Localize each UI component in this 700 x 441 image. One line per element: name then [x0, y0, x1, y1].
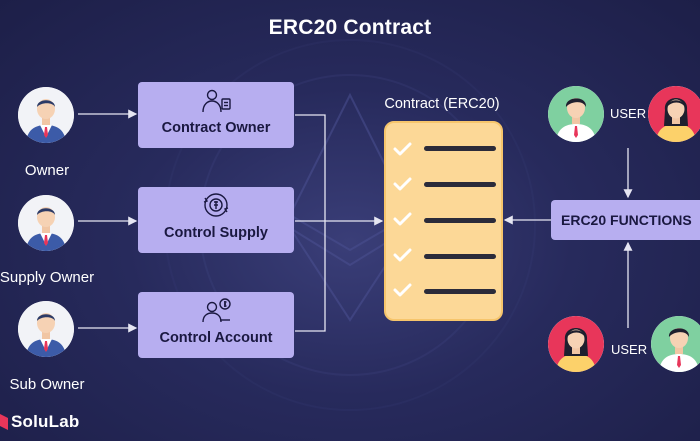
checklist — [393, 142, 496, 297]
male-user-icon — [548, 86, 604, 142]
checklist-item — [393, 283, 496, 297]
businessman-icon — [18, 195, 74, 251]
businessman-icon — [18, 87, 74, 143]
solulab-logo: SoluLab — [0, 410, 79, 434]
checklist-item — [393, 248, 496, 262]
role-label: Contract Owner — [161, 120, 271, 136]
user-label-top: USER — [610, 106, 647, 121]
logo-text: SoluLab — [11, 412, 80, 431]
role-box-contract-owner: Contract Owner — [138, 82, 294, 148]
contract-label: Contract (ERC20) — [384, 96, 500, 112]
role-label: Control Supply — [164, 225, 268, 241]
user-label-bottom: USER — [611, 342, 648, 357]
role-label: Control Account — [159, 330, 273, 346]
diagram-title: ERC20 Contract — [268, 16, 432, 39]
admin-person-icon — [202, 89, 231, 113]
user-avatar-female — [548, 316, 604, 372]
businessman-icon — [18, 301, 74, 357]
checklist-item — [393, 177, 496, 191]
female-user-icon — [548, 316, 604, 372]
checkmark-icon — [393, 283, 412, 297]
supply-owner-avatar — [18, 195, 74, 251]
contract-clipboard — [384, 121, 503, 321]
person-label-owner: Owner — [24, 162, 70, 179]
account-coin-icon — [202, 298, 231, 323]
solulab-logo-icon — [0, 414, 8, 430]
erc20-functions-box: ERC20 FUNCTIONS — [551, 200, 700, 240]
person-label-supply-owner: Supply Owner — [0, 269, 95, 286]
checkmark-icon — [393, 248, 412, 262]
supply-cycle-icon — [203, 193, 229, 217]
person-label-sub-owner: Sub Owner — [9, 376, 85, 393]
checkmark-icon — [393, 142, 412, 156]
checkmark-icon — [393, 177, 412, 191]
role-box-control-account: Control Account — [138, 292, 294, 358]
checklist-item — [393, 142, 496, 156]
user-avatar-female — [648, 86, 700, 142]
user-avatar-male — [548, 86, 604, 142]
role-box-control-supply: Control Supply — [138, 187, 294, 253]
user-avatar-male — [651, 316, 700, 372]
owner-avatar — [18, 87, 74, 143]
sub-owner-avatar — [18, 301, 74, 357]
checklist-item — [393, 212, 496, 226]
female-user-icon — [648, 86, 700, 142]
checkmark-icon — [393, 212, 412, 226]
male-user-icon — [651, 316, 700, 372]
